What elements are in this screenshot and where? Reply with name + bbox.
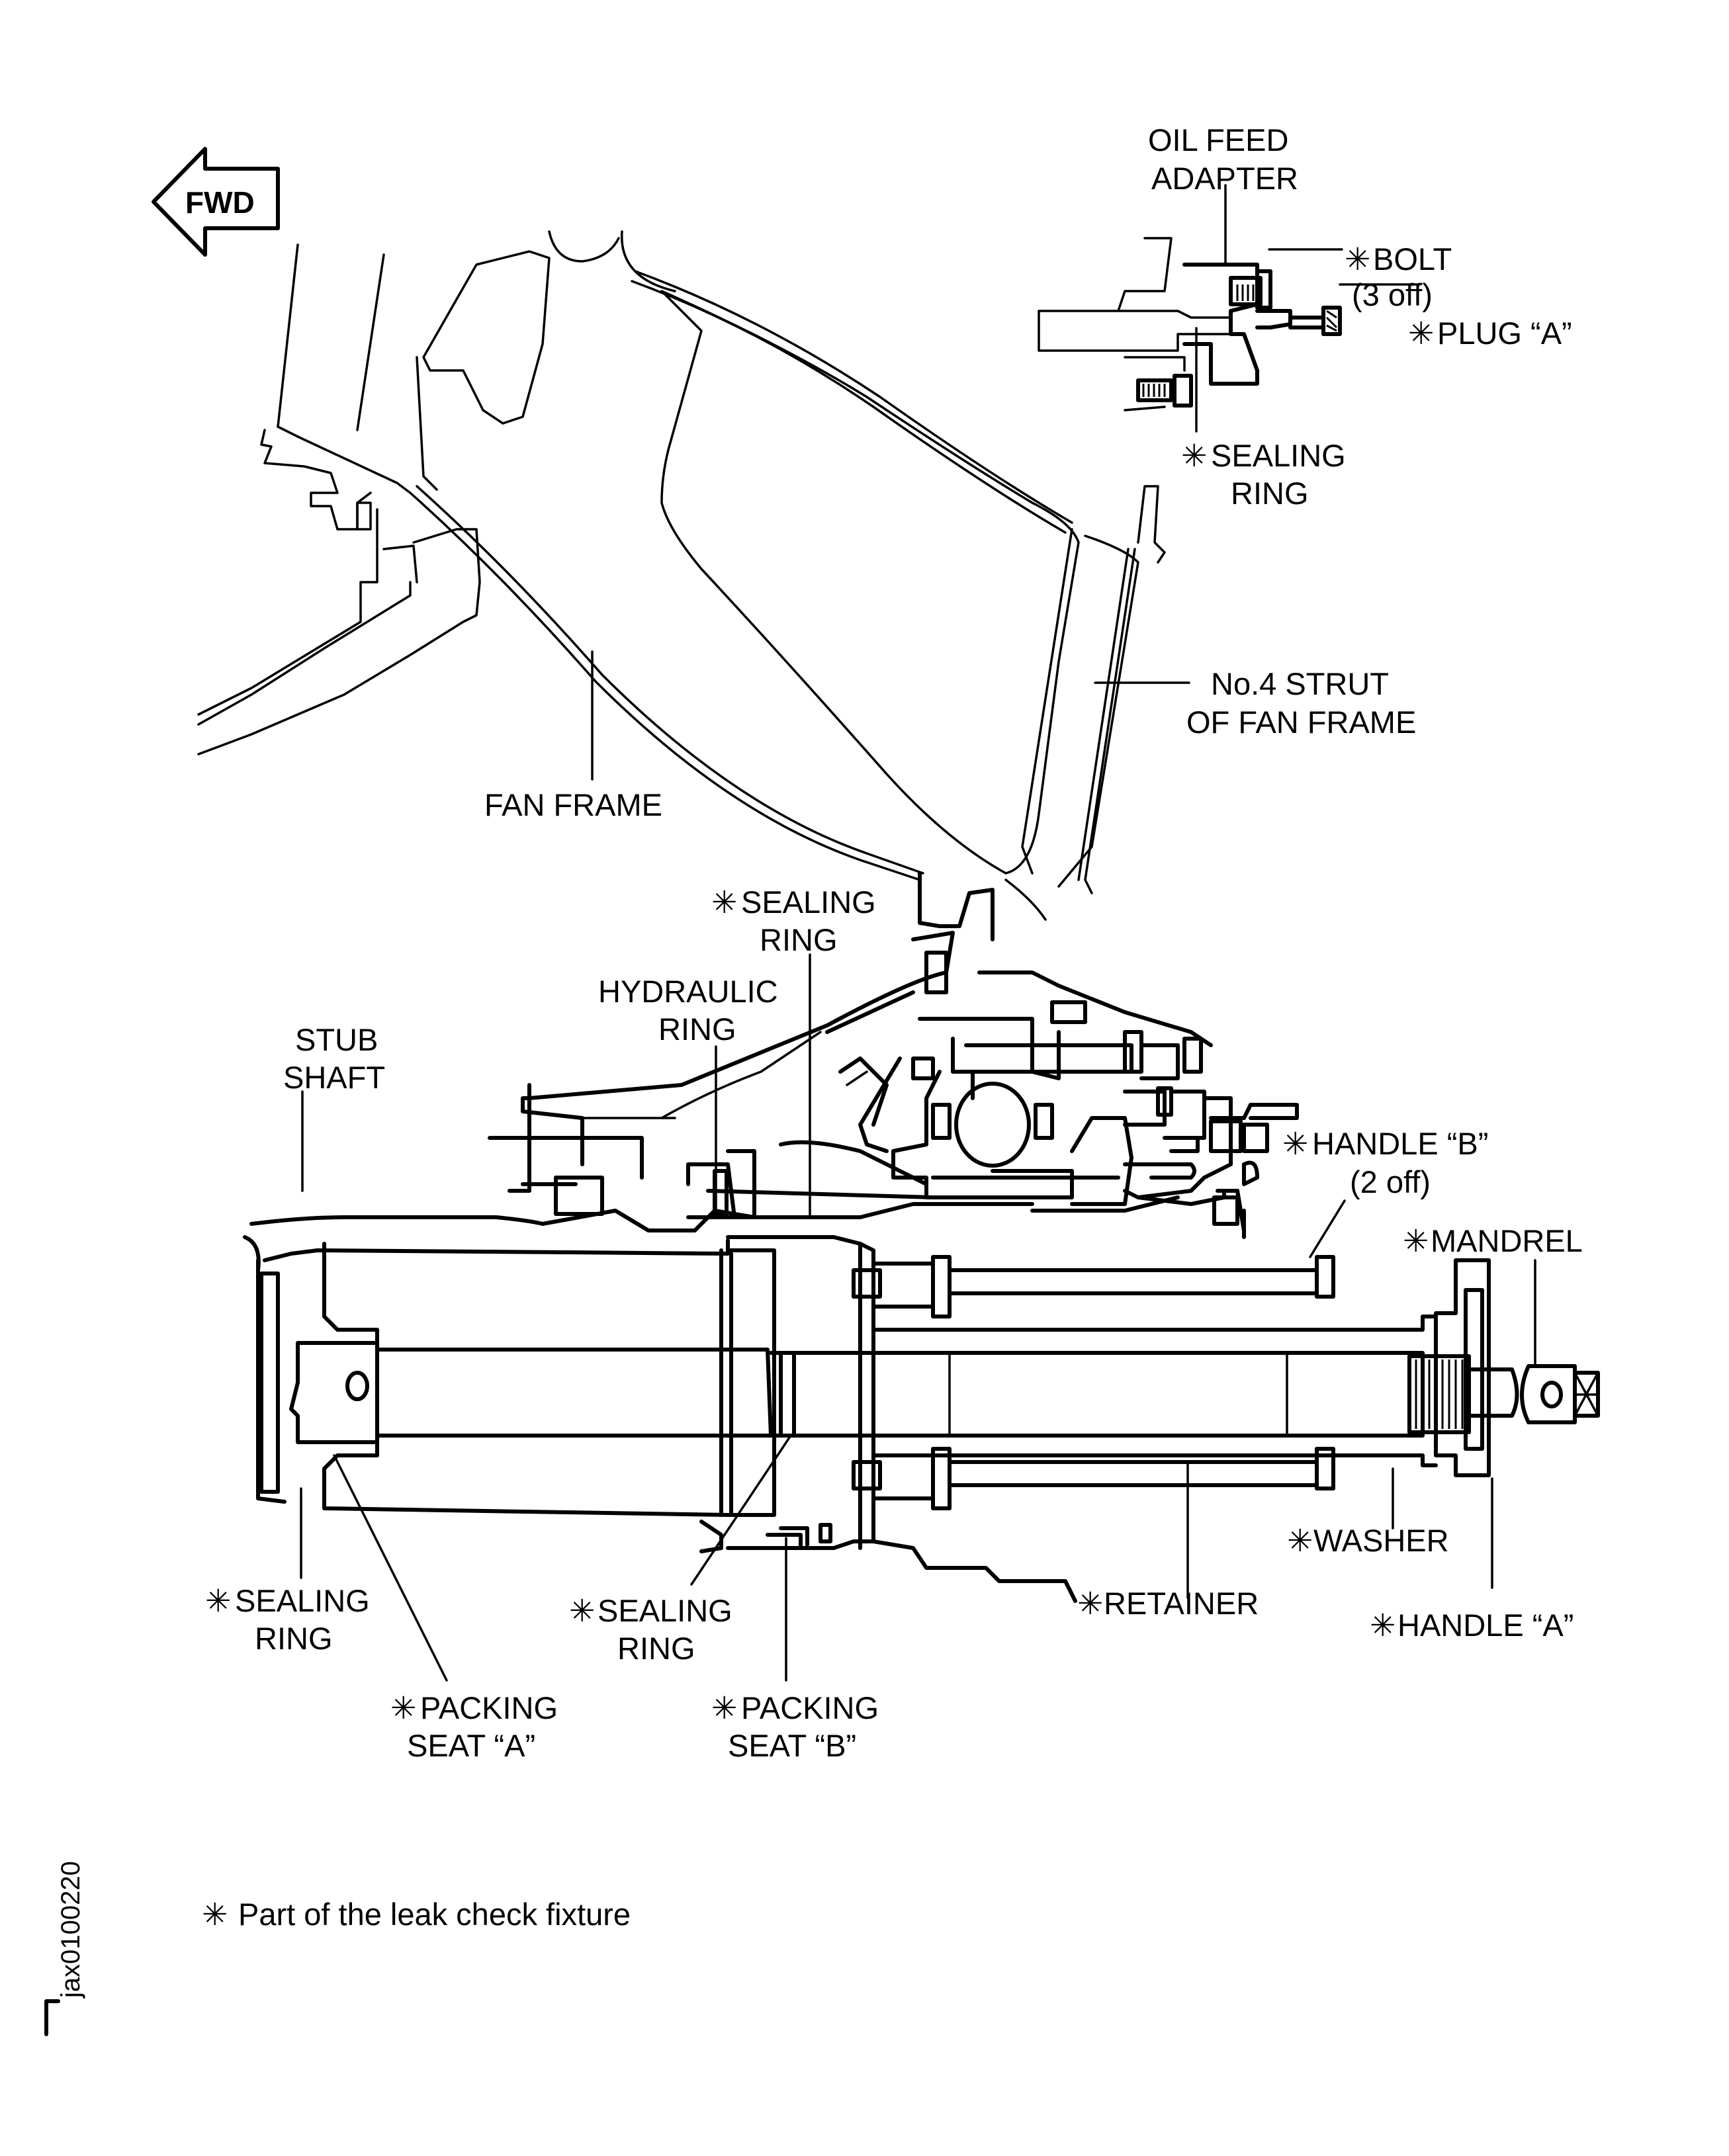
asterisk-icon: ✳ — [1282, 1126, 1308, 1161]
label-sealing-ring-mid: ✳ SEALING RING — [711, 884, 876, 957]
stub-shaft-and-fixture — [243, 1149, 1600, 1603]
asterisk-icon: ✳ — [205, 1583, 231, 1618]
svg-text:RING: RING — [658, 1012, 736, 1047]
asterisk-icon: ✳ — [569, 1593, 595, 1628]
label-handle-b: ✳ HANDLE “B” (2 off) — [1282, 1126, 1488, 1199]
svg-text:RING: RING — [1231, 476, 1309, 511]
svg-text:HANDLE “B”: HANDLE “B” — [1312, 1126, 1488, 1161]
svg-text:SEALING: SEALING — [235, 1583, 370, 1618]
label-packing-seat-a: ✳ PACKING SEAT “A” — [390, 1690, 558, 1763]
asterisk-icon: ✳ — [1370, 1608, 1396, 1643]
svg-text:(2 off): (2 off) — [1350, 1164, 1431, 1199]
leader-packing-seat-a — [333, 1454, 448, 1682]
asterisk-icon: ✳ — [1287, 1523, 1313, 1558]
asterisk-icon: ✳ — [711, 884, 737, 920]
label-bolt: ✳ BOLT (3 off) — [1345, 241, 1452, 312]
label-hydraulic-ring: HYDRAULIC RING — [598, 974, 778, 1047]
svg-text:(3 off): (3 off) — [1352, 277, 1433, 312]
svg-text:SEALING: SEALING — [1211, 438, 1346, 473]
svg-text:No.4 STRUT: No.4 STRUT — [1211, 666, 1389, 701]
fwd-arrow-icon: FWD — [152, 147, 280, 257]
fwd-label: FWD — [185, 185, 255, 220]
label-retainer: ✳ RETAINER — [1077, 1586, 1259, 1621]
svg-text:PACKING: PACKING — [741, 1690, 879, 1725]
svg-text:HYDRAULIC: HYDRAULIC — [598, 974, 778, 1009]
asterisk-icon: ✳ — [390, 1690, 416, 1725]
asterisk-icon: ✳ — [1345, 241, 1370, 277]
svg-text:PLUG “A”: PLUG “A” — [1437, 316, 1572, 351]
svg-text:SEALING: SEALING — [598, 1593, 732, 1628]
svg-text:RETAINER: RETAINER — [1104, 1586, 1259, 1621]
bearing-housing-assembly — [488, 931, 1299, 1239]
label-sealing-ring-top: ✳ SEALING RING — [1181, 438, 1346, 511]
asterisk-icon: ✳ — [1181, 438, 1207, 473]
label-stub-shaft: STUB SHAFT — [283, 1022, 385, 1095]
svg-text:STUB: STUB — [295, 1022, 378, 1057]
svg-text:OF FAN FRAME: OF FAN FRAME — [1186, 705, 1416, 740]
svg-text:BOLT: BOLT — [1373, 241, 1452, 277]
corner-mark-icon — [44, 1999, 60, 2036]
callout-labels: OIL FEED ADAPTER ✳ BOLT (3 off) ✳ PLUG “… — [205, 122, 1583, 1763]
figure-id: jax0100220 — [44, 1861, 85, 2036]
svg-text:HANDLE “A”: HANDLE “A” — [1397, 1608, 1574, 1643]
asterisk-icon: ✳ — [202, 1897, 228, 1932]
fan-frame-structure — [197, 230, 1342, 941]
svg-text:RING: RING — [760, 922, 838, 957]
svg-text:WASHER: WASHER — [1313, 1523, 1449, 1558]
label-oil-feed-adapter: OIL FEED ADAPTER — [1148, 122, 1298, 196]
svg-text:PACKING: PACKING — [420, 1690, 558, 1725]
footnote: ✳ Part of the leak check fixture — [202, 1897, 631, 1932]
svg-text:RING: RING — [255, 1621, 333, 1656]
asterisk-icon: ✳ — [711, 1690, 737, 1725]
asterisk-icon: ✳ — [1408, 316, 1434, 351]
label-sealing-ring-left: ✳ SEALING RING — [205, 1583, 370, 1656]
svg-text:SHAFT: SHAFT — [283, 1060, 385, 1095]
leader-lines — [300, 184, 1536, 1682]
label-fan-frame: FAN FRAME — [484, 787, 662, 822]
svg-text:RING: RING — [617, 1631, 695, 1666]
label-no4-strut: No.4 STRUT OF FAN FRAME — [1186, 666, 1416, 740]
asterisk-icon: ✳ — [1077, 1586, 1103, 1621]
svg-text:SEAT “A”: SEAT “A” — [407, 1728, 535, 1763]
label-packing-seat-b: ✳ PACKING SEAT “B” — [711, 1690, 879, 1763]
leader-sealing-ring-center — [690, 1434, 792, 1586]
svg-text:OIL FEED: OIL FEED — [1148, 122, 1288, 157]
label-sealing-ring-center: ✳ SEALING RING — [569, 1593, 732, 1666]
label-handle-a: ✳ HANDLE “A” — [1370, 1608, 1574, 1643]
svg-text:FAN FRAME: FAN FRAME — [484, 787, 662, 822]
label-mandrel: ✳ MANDREL — [1403, 1223, 1583, 1258]
svg-text:MANDREL: MANDREL — [1431, 1223, 1583, 1258]
figure-id-text: jax0100220 — [56, 1861, 85, 1999]
svg-text:SEALING: SEALING — [741, 884, 876, 920]
svg-text:ADAPTER: ADAPTER — [1151, 161, 1298, 196]
svg-text:SEAT “B”: SEAT “B” — [728, 1728, 856, 1763]
asterisk-icon: ✳ — [1403, 1223, 1429, 1258]
leader-handle-b — [1309, 1199, 1346, 1258]
label-plug-a: ✳ PLUG “A” — [1408, 316, 1572, 351]
footnote-text: Part of the leak check fixture — [238, 1897, 631, 1932]
label-washer: ✳ WASHER — [1287, 1523, 1449, 1558]
